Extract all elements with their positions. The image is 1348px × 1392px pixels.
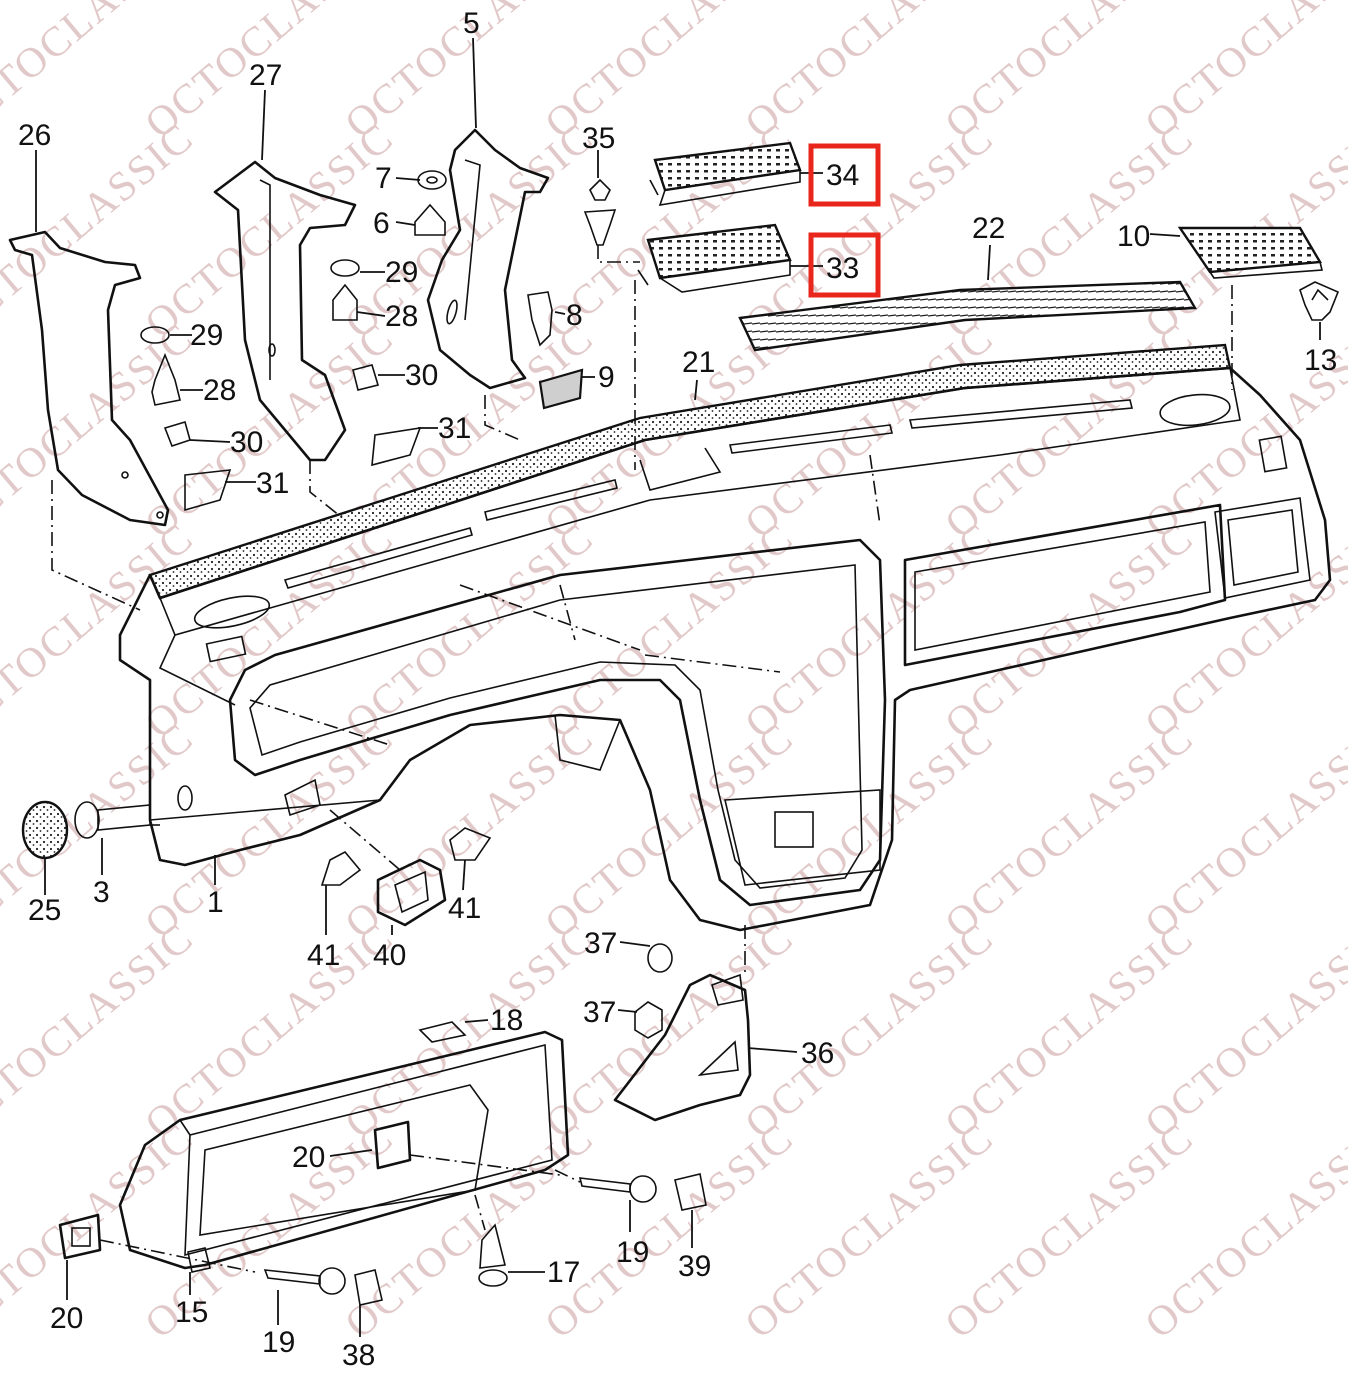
callout-26: 26 — [18, 119, 51, 152]
glovebox-lid — [118, 1030, 570, 1270]
callout-5: 5 — [463, 7, 480, 40]
callout-20-lower: 20 — [50, 1302, 83, 1335]
callout-1: 1 — [207, 886, 224, 919]
dashboard-outline — [118, 366, 1332, 932]
callout-38: 38 — [342, 1339, 375, 1372]
clip-18 — [418, 1021, 467, 1043]
callout-39: 39 — [678, 1250, 711, 1283]
callout-31-upper: 31 — [438, 412, 471, 445]
callout-19-lower: 19 — [262, 1326, 295, 1359]
side-bracket-27 — [213, 160, 357, 462]
fasteners-upper — [140, 170, 584, 512]
callout-17: 17 — [547, 1256, 580, 1289]
callout-25: 25 — [28, 894, 61, 927]
callout-41-right: 41 — [448, 892, 481, 925]
speaker-grille-33 — [637, 223, 792, 293]
callout-8: 8 — [566, 299, 583, 332]
screw-19-lower — [263, 1267, 346, 1295]
glovebox-opening — [903, 503, 1227, 667]
clip-20-upper — [373, 1120, 412, 1170]
console-bracket-36 — [613, 973, 752, 1122]
callout-37-lower: 37 — [583, 996, 616, 1029]
callout-27: 27 — [249, 59, 282, 92]
vent-grille-10 — [1177, 226, 1324, 279]
assembly-lines — [51, 245, 1233, 1273]
round-cap-25 — [21, 800, 69, 860]
defroster-vent-trim — [738, 280, 1198, 352]
hinge-15 — [187, 1247, 211, 1273]
callout-labels: 26 27 5 7 6 29 28 29 28 8 9 30 31 30 31 … — [18, 7, 1337, 1372]
push-rivet-35 — [583, 178, 617, 246]
clip-41-left — [320, 850, 362, 886]
callout-19-upper: 19 — [616, 1236, 649, 1269]
callout-28-upper: 28 — [385, 300, 418, 333]
callout-21: 21 — [682, 346, 715, 379]
side-bracket-26 — [8, 230, 170, 527]
screw-17 — [478, 1223, 508, 1287]
screw-19-upper — [578, 1175, 657, 1203]
callout-30-lower: 30 — [230, 426, 263, 459]
callout-35: 35 — [582, 122, 615, 155]
highlight-box-34 — [808, 143, 881, 207]
callout-15: 15 — [175, 1296, 208, 1329]
callout-22: 22 — [972, 212, 1005, 245]
clip-20-lower — [58, 1213, 102, 1260]
callout-9: 9 — [598, 361, 615, 394]
callout-3: 3 — [93, 876, 110, 909]
callout-41-left: 41 — [307, 939, 340, 972]
leader-lines — [35, 37, 1321, 1337]
callout-34: 34 — [826, 159, 859, 192]
callout-10: 10 — [1117, 220, 1150, 253]
callout-7: 7 — [375, 162, 392, 195]
cap-39 — [674, 1173, 707, 1211]
callout-18: 18 — [490, 1004, 523, 1037]
instrument-cluster-opening — [228, 538, 887, 907]
callout-29-lower: 29 — [190, 319, 223, 352]
callout-6: 6 — [373, 207, 390, 240]
callout-20-upper: 20 — [292, 1141, 325, 1174]
clip-40 — [376, 858, 447, 927]
callout-33: 33 — [826, 252, 859, 285]
clip-13 — [1299, 281, 1340, 321]
speaker-grille-34 — [649, 141, 802, 207]
nut-37-upper — [647, 943, 673, 973]
highlight-box-33 — [808, 232, 881, 298]
callout-31-lower: 31 — [256, 467, 289, 500]
cap-38 — [354, 1269, 383, 1306]
callout-29-upper: 29 — [385, 256, 418, 289]
callout-30-upper: 30 — [405, 359, 438, 392]
callout-13: 13 — [1304, 344, 1337, 377]
callout-40: 40 — [373, 939, 406, 972]
callout-28-lower: 28 — [203, 374, 236, 407]
callout-37-upper: 37 — [584, 927, 617, 960]
clip-41-right — [449, 827, 492, 861]
dashboard-panel — [118, 343, 1332, 932]
side-bracket-5 — [426, 128, 550, 390]
nut-37-lower — [634, 1001, 663, 1039]
callout-36: 36 — [801, 1037, 834, 1070]
